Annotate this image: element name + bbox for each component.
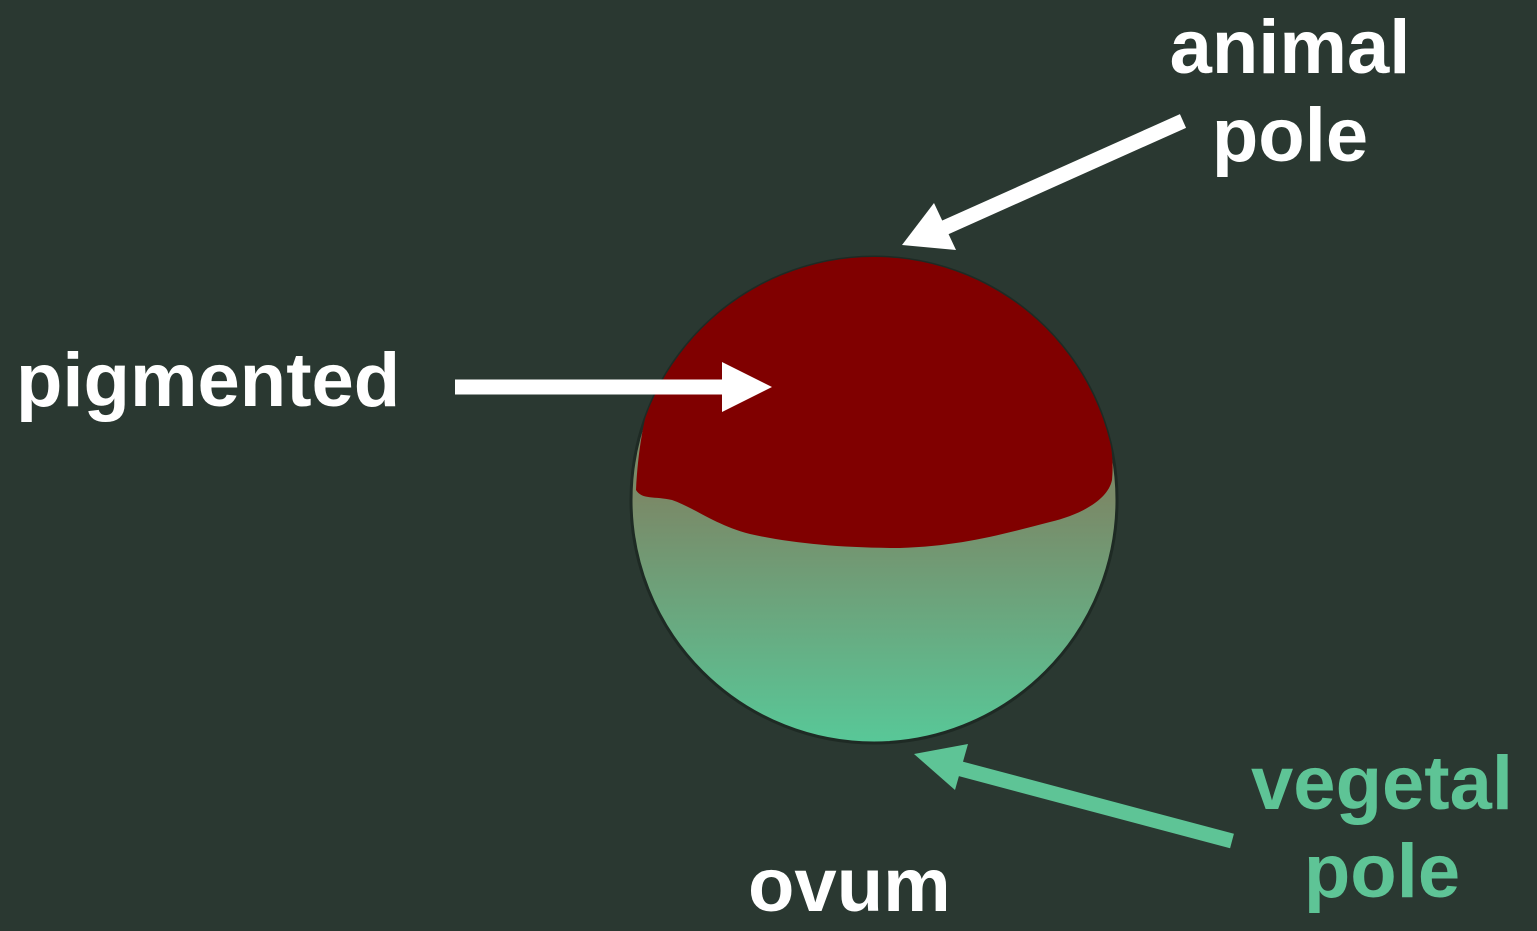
animal-pole-label-line1: animal: [1169, 5, 1411, 90]
pigmented-region: [636, 257, 1113, 548]
pigmented-label: pigmented: [16, 338, 401, 423]
animal-pole-arrow: [902, 114, 1187, 250]
vegetal-pole-label: vegetal pole: [1232, 740, 1532, 916]
vegetal-pole-arrow: [914, 744, 1234, 849]
pigmented-arrow: [455, 362, 772, 412]
animal-pole-label: animal pole: [1140, 4, 1440, 180]
ovum-label: ovum: [748, 843, 951, 928]
vegetal-pole-label-line1: vegetal: [1251, 741, 1513, 826]
animal-pole-label-line2: pole: [1211, 93, 1369, 178]
vegetal-pole-label-line2: pole: [1303, 829, 1461, 914]
